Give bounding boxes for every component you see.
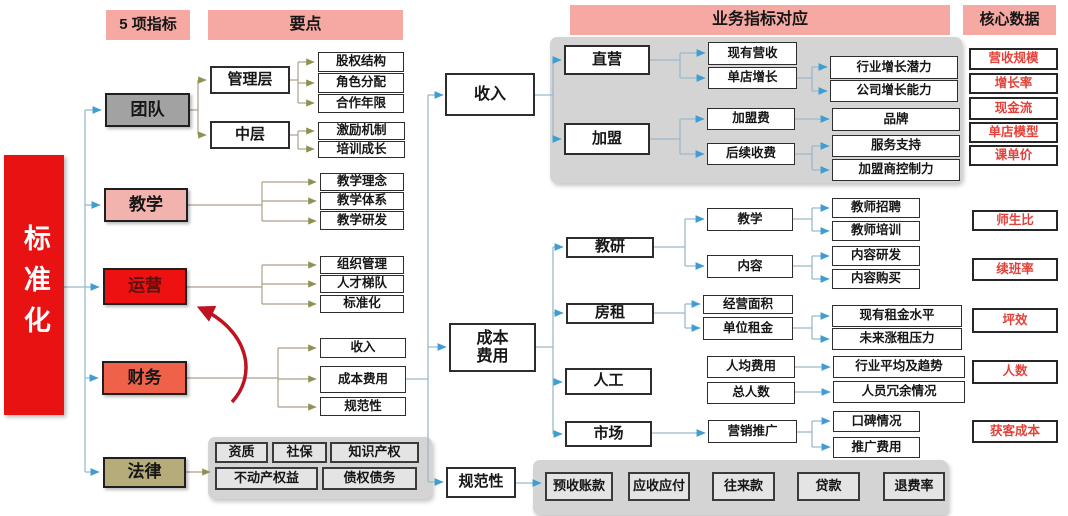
root-node-standardization: 标准化: [4, 155, 64, 415]
node-qualification: 资质: [215, 442, 268, 463]
node-teaching-rnd: 教学研发: [320, 211, 404, 230]
red-callout-arrow: [196, 305, 248, 404]
node-content-purchase: 内容购买: [832, 269, 920, 289]
node-franchise: 加盟: [564, 123, 650, 155]
node-brand: 品牌: [832, 108, 960, 131]
node-intellectual-property: 知识产权: [330, 442, 419, 463]
metric-teacher-student-ratio: 师生比: [972, 210, 1058, 231]
metric-cash-flow: 现金流: [969, 97, 1058, 120]
header-keypoints: 要点: [208, 10, 403, 40]
node-talent-ladder: 人才梯队: [320, 275, 404, 293]
node-cooperation-years: 合作年限: [318, 94, 404, 113]
node-teacher-training: 教师培训: [832, 221, 920, 241]
node-teaching-philosophy: 教学理念: [320, 173, 404, 191]
node-current-rent-level: 现有租金水平: [832, 305, 962, 327]
node-labor: 人工: [565, 368, 652, 395]
node-real-estate-rights: 不动产权益: [215, 467, 318, 490]
indicator-operation: 运营: [103, 268, 187, 305]
header-indicators: 5 项指标: [106, 10, 190, 40]
metric-class-price: 课单价: [969, 145, 1058, 166]
node-refund-rate: 退费率: [883, 472, 945, 501]
node-content: 内容: [707, 255, 793, 278]
node-franchisee-control: 加盟商控制力: [832, 159, 960, 181]
node-standardization: 标准化: [320, 295, 404, 313]
node-receivables-payables: 应收应付: [628, 472, 690, 501]
node-future-rent-pressure: 未来涨租压力: [832, 328, 962, 350]
node-social-security: 社保: [272, 442, 327, 463]
node-unit-rent: 单位租金: [703, 317, 793, 340]
node-teacher-recruiting: 教师招聘: [832, 198, 920, 218]
node-income-main: 收入: [445, 73, 535, 116]
indicator-teaching: 教学: [104, 188, 188, 222]
metric-customer-acquisition-cost: 获客成本: [972, 420, 1058, 443]
node-marketing-promotion: 营销推广: [708, 420, 797, 443]
node-service-support: 服务支持: [832, 135, 960, 157]
node-rent: 房租: [566, 303, 654, 324]
node-store-growth: 单店增长: [708, 67, 797, 89]
metric-renewal-rate: 续班率: [972, 258, 1058, 281]
header-business-mapping: 业务指标对应: [570, 5, 950, 35]
node-cost-key: 成本费用: [320, 366, 406, 393]
node-compliance-main: 规范性: [446, 467, 516, 498]
node-compliance-key: 规范性: [320, 397, 406, 416]
metric-store-model: 单店模型: [969, 122, 1058, 143]
indicator-finance: 财务: [102, 361, 187, 395]
node-word-of-mouth: 口碑情况: [833, 411, 920, 432]
node-direct-operation: 直营: [564, 45, 650, 75]
indicator-legal: 法律: [103, 457, 186, 488]
node-staff-redundancy: 人员冗余情况: [833, 381, 965, 403]
cost-main-label: 成本费用: [476, 329, 509, 365]
node-total-headcount: 总人数: [707, 382, 795, 404]
node-loans: 贷款: [797, 472, 860, 501]
node-teaching-research: 教研: [566, 237, 654, 258]
metric-area-efficiency: 坪效: [972, 308, 1058, 333]
node-middle-level: 中层: [210, 121, 290, 149]
metric-headcount: 人数: [972, 360, 1058, 384]
node-org-management: 组织管理: [320, 256, 404, 274]
header-core-data: 核心数据: [963, 5, 1056, 35]
node-company-growth-ability: 公司增长能力: [830, 80, 958, 102]
node-promotion-cost: 推广费用: [833, 437, 920, 458]
node-current-revenue: 现有营收: [708, 42, 797, 65]
node-market: 市场: [565, 421, 652, 447]
node-equity-structure: 股权结构: [318, 52, 404, 72]
node-teaching-sub: 教学: [707, 208, 793, 231]
node-role-allocation: 角色分配: [318, 73, 404, 93]
node-income-key: 收入: [320, 338, 406, 358]
node-prepaid-tuition: 预收账款: [545, 472, 613, 501]
node-training-growth: 培训成长: [318, 141, 405, 158]
node-operating-area: 经营面积: [703, 295, 793, 314]
node-content-rnd: 内容研发: [832, 246, 920, 266]
node-management: 管理层: [210, 66, 290, 94]
metric-growth-rate: 增长率: [969, 73, 1058, 94]
node-per-capita-cost: 人均费用: [707, 356, 795, 378]
indicator-team: 团队: [105, 93, 190, 127]
node-cost-main: 成本费用: [449, 323, 536, 372]
node-intercompany-balances: 往来款: [712, 472, 775, 501]
node-incentive-mechanism: 激励机制: [318, 122, 405, 140]
node-teaching-system: 教学体系: [320, 192, 404, 210]
node-debt-claims: 债权债务: [322, 467, 417, 490]
node-industry-growth-potential: 行业增长潜力: [830, 56, 958, 79]
node-industry-average-trend: 行业平均及趋势: [833, 356, 965, 378]
metric-revenue-scale: 营收规模: [969, 48, 1058, 70]
node-franchise-fee: 加盟费: [707, 108, 795, 130]
node-followup-fee: 后续收费: [707, 143, 795, 165]
